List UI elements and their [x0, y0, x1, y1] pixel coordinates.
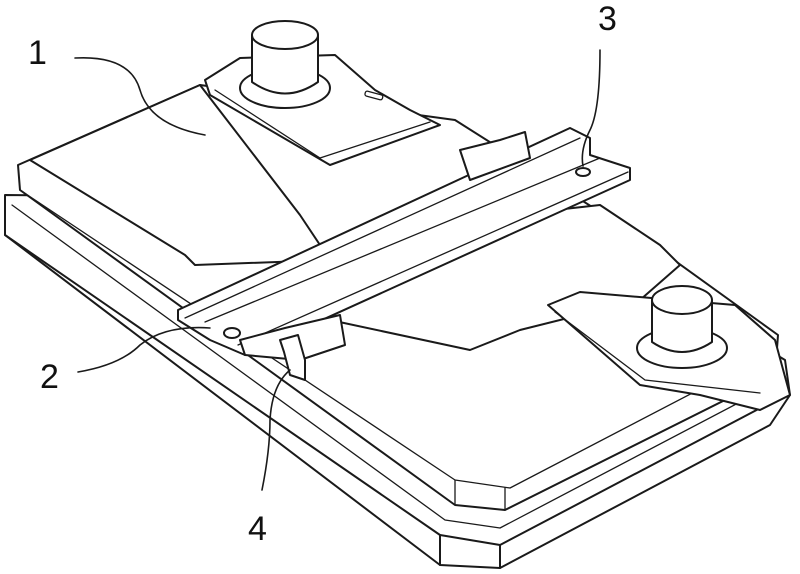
- callout-leaders: [74, 49, 601, 491]
- callout-3: 3: [598, 0, 617, 38]
- retaining-tab: [279, 334, 306, 381]
- leader-2: [77, 326, 211, 373]
- mounting-hole: [575, 167, 591, 177]
- terminal-post-top: [239, 20, 331, 109]
- leader-3: [581, 49, 601, 167]
- leader-1: [74, 56, 206, 136]
- callout-4: 4: [248, 510, 267, 548]
- callout-labels: 1 2 3 4: [28, 0, 617, 548]
- callout-2: 2: [40, 358, 59, 396]
- terminal-post-bottom: [636, 285, 728, 369]
- leader-4: [261, 369, 291, 491]
- hold-down-bracket: [177, 127, 631, 361]
- callout-1: 1: [28, 34, 47, 72]
- mounting-hole-left: [223, 327, 241, 339]
